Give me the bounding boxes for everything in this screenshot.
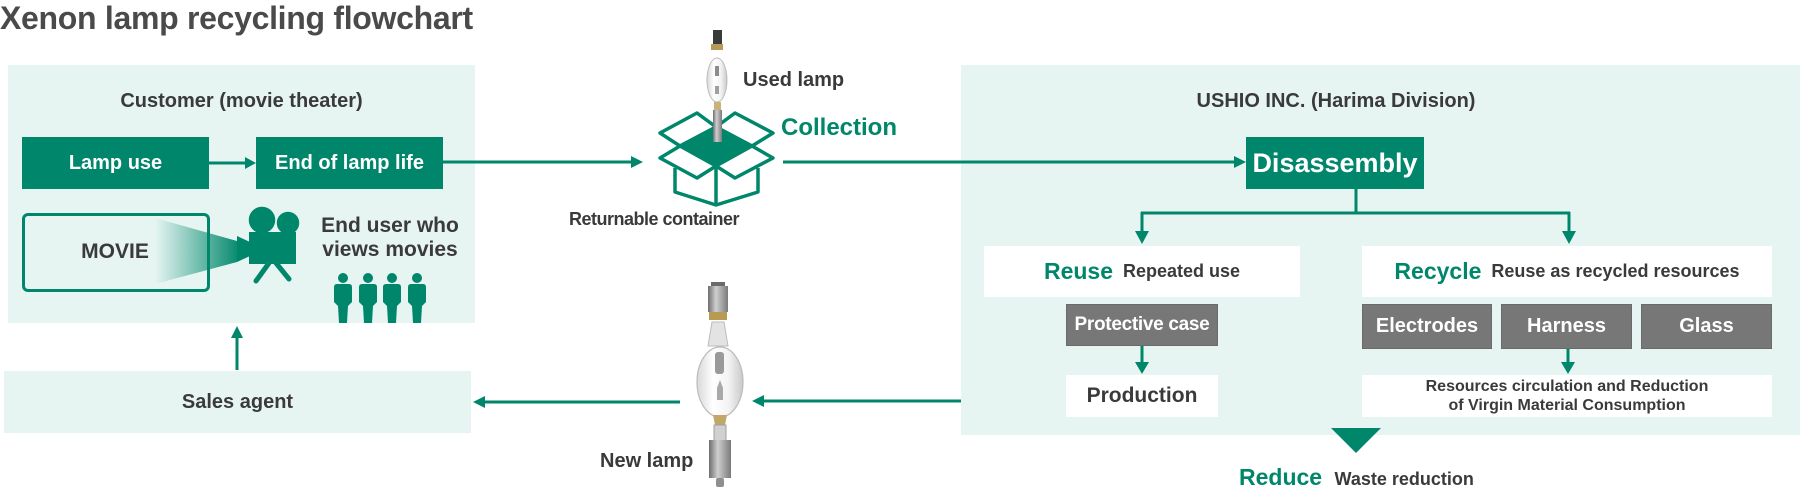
- arrow-to-sales-agent: [473, 396, 680, 408]
- sales-agent-box: [4, 371, 471, 433]
- collection-label: Collection: [781, 114, 898, 141]
- recycle-subtitle: Reuse as recycled resources: [1491, 261, 1740, 281]
- page-title: Xenon lamp recycling flowchart: [0, 0, 473, 36]
- resources-box: Resources circulation and Reduction of V…: [1362, 375, 1772, 417]
- ushio-label: USHIO INC. (Harima Division): [1196, 90, 1476, 112]
- resources-line1: Resources circulation and Reduction: [1425, 378, 1709, 395]
- end-user-label-line2: views movies: [322, 238, 458, 261]
- reuse-box: Reuse Repeated use: [984, 246, 1300, 297]
- arrow-to-customer: [231, 326, 243, 370]
- lamp-use-box: Lamp use: [22, 137, 209, 189]
- resources-line2: of Virgin Material Consumption: [1448, 397, 1686, 414]
- used-lamp-label: Used lamp: [743, 69, 845, 91]
- new-lamp-icon: [696, 282, 744, 487]
- glass-box: Glass: [1641, 304, 1772, 349]
- recycle-title: Recycle: [1394, 258, 1482, 284]
- reduce-subtitle: Waste reduction: [1334, 469, 1474, 489]
- harness-box: Harness: [1501, 304, 1632, 349]
- reuse-subtitle: Repeated use: [1123, 261, 1241, 281]
- used-lamp-icon: [706, 30, 728, 142]
- customer-panel: [8, 65, 475, 323]
- arrow-to-new-lamp: [752, 395, 961, 407]
- reduce-title: Reduce: [1239, 464, 1323, 490]
- reuse-title: Reuse: [1043, 258, 1113, 284]
- end-of-lamp-life-box: End of lamp life: [256, 137, 443, 189]
- movie-screen-label: MOVIE: [81, 240, 149, 263]
- end-user-label-line1: End user who: [321, 214, 459, 237]
- new-lamp-label: New lamp: [600, 450, 694, 472]
- returnable-container-label: Returnable container: [569, 209, 740, 229]
- electrodes-box: Electrodes: [1362, 304, 1492, 349]
- recycle-box: Recycle Reuse as recycled resources: [1362, 246, 1772, 297]
- production-box: Production: [1066, 375, 1218, 417]
- customer-label: Customer (movie theater): [120, 90, 363, 112]
- sales-agent-label: Sales agent: [181, 391, 294, 413]
- returnable-box-icon: [658, 111, 775, 207]
- disassembly-box: Disassembly: [1246, 137, 1424, 189]
- reduce-label: Reduce Waste reduction: [1239, 464, 1474, 491]
- protective-case-box: Protective case: [1066, 304, 1218, 346]
